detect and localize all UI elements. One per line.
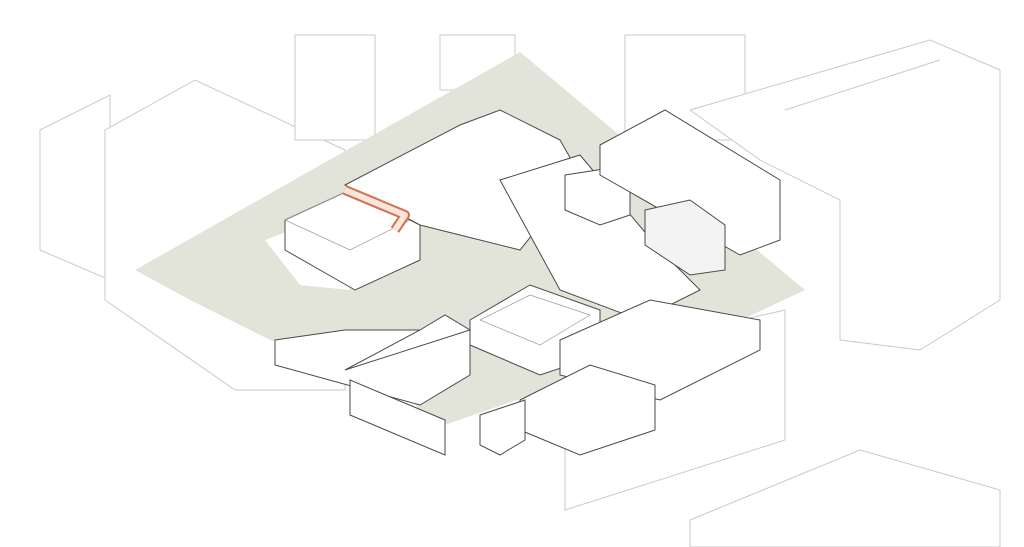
circulation-route: [343, 185, 410, 233]
courtyard-bottom: [410, 358, 530, 430]
historic-complex: [274, 109, 781, 456]
